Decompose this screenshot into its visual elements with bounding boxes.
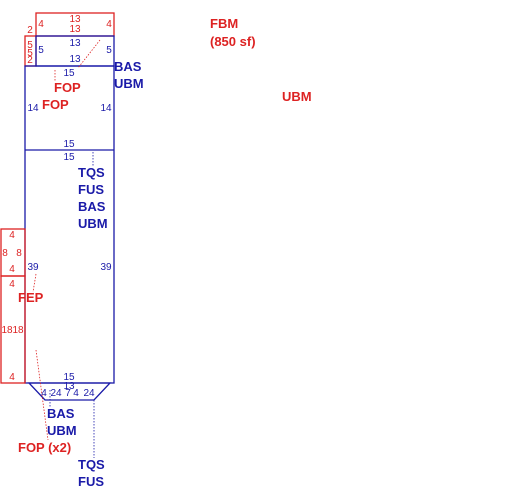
dim-top-red-6: 2: [27, 55, 33, 66]
leader-line-fop-x2: [35, 349, 49, 441]
dim-left-red-4: 4: [9, 264, 15, 275]
label-bottom-tqs: TQS: [78, 457, 105, 472]
label-ubm-top: UBM: [114, 76, 144, 91]
dim-main-blue-3: 15: [63, 372, 75, 383]
dim-bottom-blue-1: 4: [41, 388, 47, 399]
dim-top-red-7: 5: [27, 40, 33, 51]
label-main-tqs: TQS: [78, 165, 105, 180]
left-red-bay-lower: [0, 275, 26, 384]
dim-mid-blue-3: 15: [63, 139, 75, 150]
dim-mid-blue-1: 14: [27, 103, 39, 114]
label-bas-top: BAS: [114, 59, 142, 74]
label-bottom-bas: BAS: [47, 406, 75, 421]
dim-left-red-7: 18: [12, 325, 24, 336]
dim-top-red-3: 4: [38, 19, 44, 30]
dim-bottom-blue-5: 24: [83, 388, 95, 399]
dim-main-blue-2: 39: [100, 262, 112, 273]
dim-top-blue-1: 13: [69, 38, 81, 49]
dim-top-red-5: 2: [27, 25, 33, 36]
dim-mid-blue-4: 15: [63, 152, 75, 163]
dim-left-red-6: 18: [1, 325, 13, 336]
dim-top-red-2: 13: [69, 24, 81, 35]
label-ubm-right: UBM: [282, 89, 312, 104]
dim-mid-blue-2: 14: [100, 103, 112, 114]
label-main-bas: BAS: [78, 199, 106, 214]
label-main-ubm: UBM: [78, 216, 108, 231]
label-fop-1: FOP: [54, 80, 81, 95]
dim-left-red-8: 4: [9, 372, 15, 383]
dim-bottom-blue-4: 4: [73, 388, 79, 399]
dim-top-blue-3: 5: [38, 45, 44, 56]
leader-line-fop: [77, 39, 101, 69]
dim-left-red-1: 4: [9, 230, 15, 241]
dim-left-red-2: 8: [2, 248, 8, 259]
dim-top-blue-5: 15: [63, 68, 75, 79]
leader-line-fep: [32, 273, 37, 293]
dim-bottom-blue-3: 7: [65, 388, 71, 399]
dim-main-blue-1: 39: [27, 262, 39, 273]
label-fbm: FBM: [210, 16, 238, 31]
dim-bottom-blue-2: 24: [50, 388, 62, 399]
label-fop-x2: FOP (x2): [18, 440, 71, 455]
label-bottom-fus: FUS: [78, 474, 104, 489]
label-fbm-area: (850 sf): [210, 34, 256, 49]
dim-left-red-3: 8: [16, 248, 22, 259]
dim-bottom-blue-6: 13: [63, 381, 75, 392]
label-bottom-ubm: UBM: [47, 423, 77, 438]
dim-top-red-8: 5: [27, 48, 33, 59]
dim-top-blue-4: 5: [106, 45, 112, 56]
label-fep: FEP: [18, 290, 44, 305]
label-main-fus: FUS: [78, 182, 104, 197]
dim-top-red-1: 13: [69, 14, 81, 25]
dim-top-red-4: 4: [106, 19, 112, 30]
dim-top-blue-2: 13: [69, 54, 81, 65]
label-fop-2: FOP: [42, 97, 69, 112]
dim-left-red-5: 4: [9, 279, 15, 290]
